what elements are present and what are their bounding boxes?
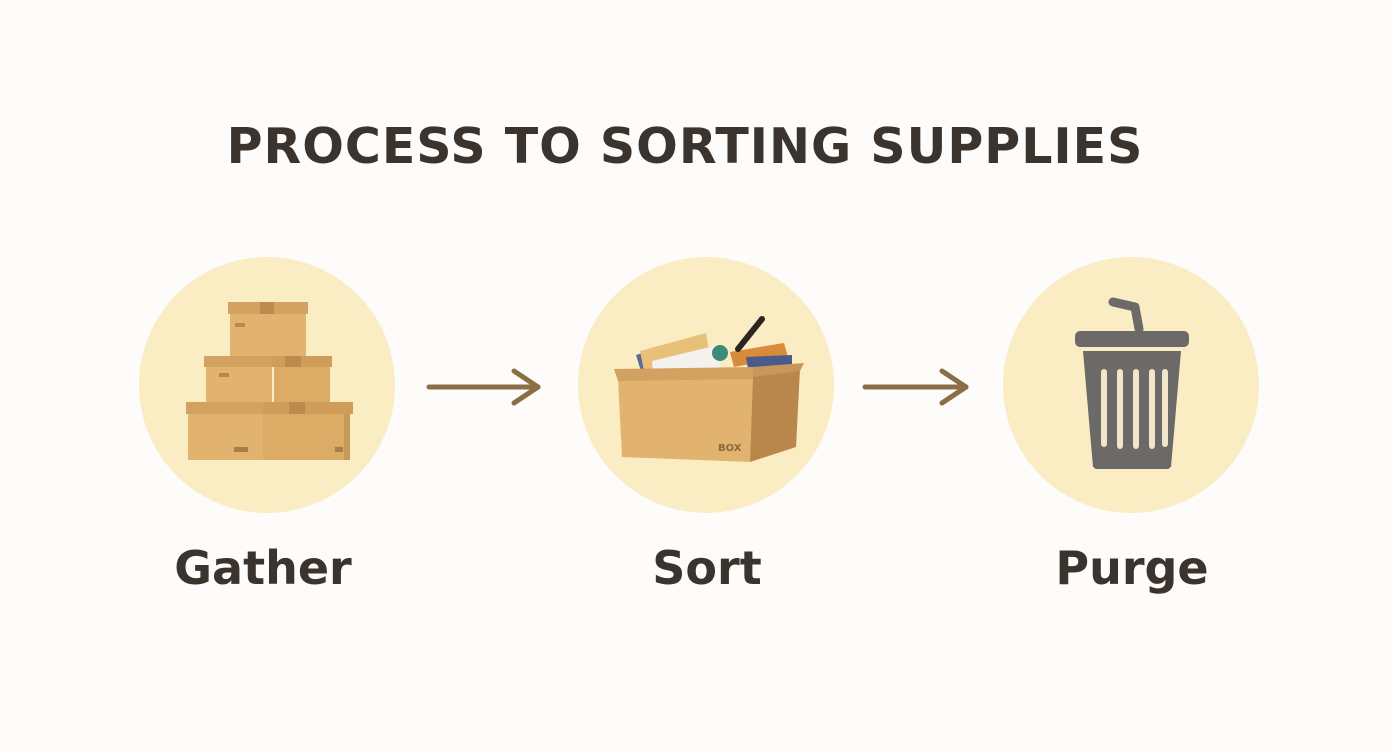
box-label: BOX bbox=[718, 443, 742, 454]
purge-circle bbox=[1003, 257, 1259, 513]
trash-can-icon bbox=[1075, 297, 1189, 469]
open-box-with-items-icon: BOX bbox=[614, 316, 804, 462]
step-label-purge: Purge bbox=[1055, 541, 1209, 595]
arrow-right-icon bbox=[862, 368, 969, 406]
diagram-title: PROCESS TO SORTING SUPPLIES bbox=[226, 118, 1144, 175]
stacked-boxes-icon bbox=[186, 302, 353, 460]
sort-circle: BOX bbox=[578, 257, 834, 513]
step-label-gather: Gather bbox=[174, 541, 352, 595]
step-label-sort: Sort bbox=[652, 541, 762, 595]
gather-circle bbox=[139, 257, 395, 513]
arrow-right-icon bbox=[426, 368, 541, 406]
